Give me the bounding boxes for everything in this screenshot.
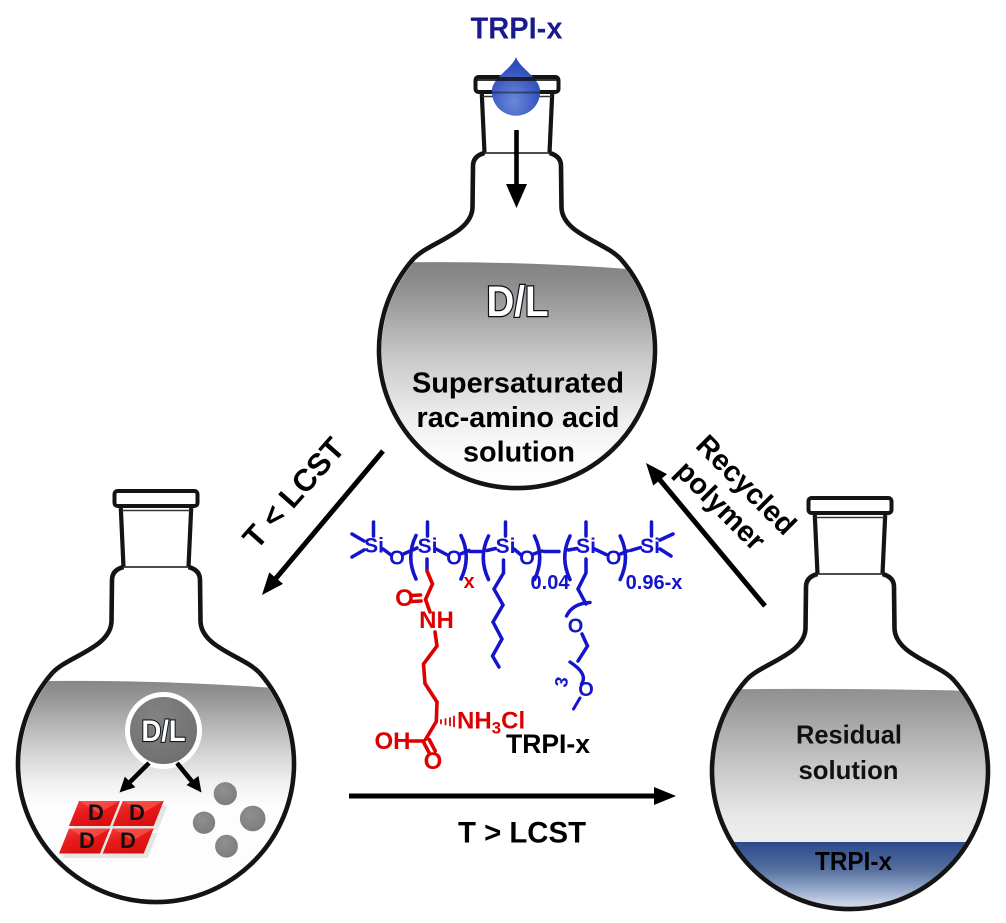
- svg-text:Supersaturated: Supersaturated: [412, 368, 624, 400]
- svg-text:T > LCST: T > LCST: [458, 817, 586, 850]
- svg-text:0.04: 0.04: [531, 572, 571, 594]
- svg-text:OH: OH: [375, 728, 411, 755]
- svg-text:D: D: [79, 828, 95, 853]
- svg-text:3: 3: [551, 675, 572, 688]
- svg-text:Si: Si: [576, 535, 596, 558]
- svg-text:x: x: [463, 571, 474, 593]
- svg-text:solution: solution: [463, 437, 575, 469]
- svg-text:Si: Si: [364, 535, 384, 558]
- svg-text:O: O: [606, 548, 622, 570]
- svg-text:TRPI-x: TRPI-x: [506, 729, 590, 759]
- svg-text:Si: Si: [640, 535, 660, 558]
- svg-text:O: O: [389, 548, 405, 570]
- svg-text:TRPI-x: TRPI-x: [471, 11, 564, 46]
- svg-text:O: O: [424, 748, 443, 775]
- svg-text:Si: Si: [418, 535, 438, 558]
- svg-text:D: D: [120, 828, 136, 853]
- svg-text:TRPI-x: TRPI-x: [815, 846, 893, 876]
- svg-text:solution: solution: [799, 755, 899, 785]
- svg-text:D: D: [88, 800, 104, 825]
- svg-text:Si: Si: [496, 535, 516, 558]
- svg-text:D/L: D/L: [142, 715, 186, 748]
- svg-text:Residual: Residual: [796, 720, 902, 750]
- svg-text:NH: NH: [419, 607, 454, 634]
- svg-text:O: O: [568, 616, 584, 638]
- svg-text:NH3Cl: NH3Cl: [457, 708, 525, 738]
- svg-text:0.96-x: 0.96-x: [626, 572, 683, 594]
- svg-text:O: O: [446, 548, 462, 570]
- svg-text:O: O: [395, 585, 414, 612]
- svg-text:rac-amino acid: rac-amino acid: [417, 402, 620, 434]
- svg-text:D/L: D/L: [487, 278, 549, 326]
- svg-text:O: O: [578, 679, 594, 701]
- svg-text:D: D: [129, 800, 145, 825]
- svg-text:O: O: [519, 548, 535, 570]
